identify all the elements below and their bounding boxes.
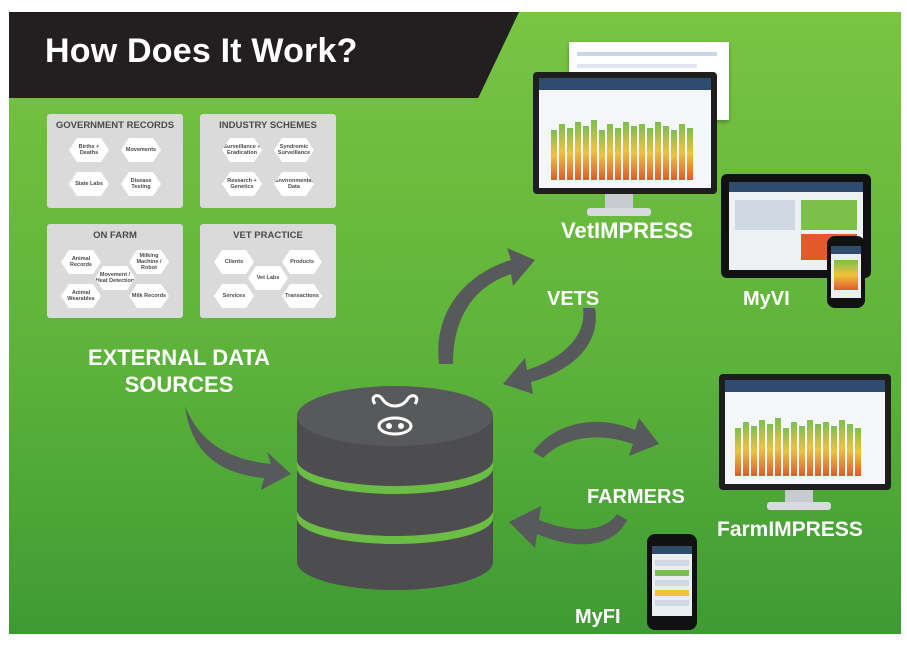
- title-bar: [9, 12, 519, 98]
- page-title: How Does It Work?: [45, 32, 358, 70]
- source-item: Movements: [121, 138, 161, 162]
- source-item: Milking Machine / Robot: [129, 250, 169, 274]
- green-panel: How Does It Work? GOVERNMENT RECORDS Bir…: [9, 12, 901, 634]
- source-heading: ON FARM: [93, 230, 137, 241]
- arrow-sources-to-db: [185, 406, 291, 490]
- farmimpress-foot: [767, 502, 831, 510]
- source-item: Services: [214, 284, 254, 308]
- external-data-sources-label: EXTERNAL DATA SOURCES: [87, 345, 271, 397]
- farmimpress-label: FarmIMPRESS: [717, 518, 863, 541]
- vets-label: VETS: [547, 288, 600, 310]
- farmimpress-monitor: [719, 374, 891, 490]
- myfi-label: MyFI: [575, 606, 621, 628]
- source-item: Clients: [214, 250, 254, 274]
- source-vet-practice: VET PRACTICE Clients Products Vet Labs S…: [200, 224, 336, 318]
- farmimpress-stand: [785, 490, 813, 504]
- arrow-vets-to-db: [503, 308, 596, 394]
- myfi-phone: [647, 534, 697, 630]
- arrow-db-to-farmimpress: [533, 418, 659, 458]
- cow-face-logo: [371, 394, 419, 436]
- database-icon: [297, 386, 493, 590]
- source-item: Births + Deaths: [69, 138, 109, 162]
- source-heading: GOVERNMENT RECORDS: [55, 120, 175, 131]
- myvi-label: MyVI: [743, 288, 790, 310]
- flow-graphics: [185, 248, 659, 590]
- source-item: Animal Records: [61, 250, 101, 274]
- source-item: Movement / Heat Detection: [95, 266, 135, 290]
- source-item: Transactions: [282, 284, 322, 308]
- vetimpress-label: VetIMPRESS: [561, 218, 694, 243]
- source-item: Animal Wearables: [61, 284, 101, 308]
- arrow-db-to-vetimpress: [438, 248, 535, 364]
- vetimpress-monitor: [533, 72, 717, 194]
- farmers-label: FARMERS: [587, 486, 685, 508]
- source-item: Syndromic Surveillance: [274, 138, 314, 162]
- source-item: Research + Genetics: [222, 172, 262, 196]
- source-item: Products: [282, 250, 322, 274]
- source-heading: INDUSTRY SCHEMES: [219, 120, 317, 131]
- myvi-phone: [827, 236, 865, 308]
- arrow-farmers-to-db: [509, 506, 627, 548]
- source-heading: VET PRACTICE: [233, 230, 303, 241]
- source-government-records: GOVERNMENT RECORDS Births + Deaths Movem…: [47, 114, 183, 208]
- source-item: Vet Labs: [248, 266, 288, 290]
- source-item: Milk Records: [129, 284, 169, 308]
- source-item: Environmental Data: [274, 172, 314, 196]
- source-on-farm: ON FARM Animal Records Milking Machine /…: [47, 224, 183, 318]
- vetimpress-stand: [605, 194, 633, 210]
- source-item: Disease Testing: [121, 172, 161, 196]
- source-industry-schemes: INDUSTRY SCHEMES Surveillance + Eradicat…: [200, 114, 336, 208]
- vetimpress-foot: [587, 208, 651, 216]
- source-item: Surveillance + Eradication: [222, 138, 262, 162]
- source-item: State Labs: [69, 172, 109, 196]
